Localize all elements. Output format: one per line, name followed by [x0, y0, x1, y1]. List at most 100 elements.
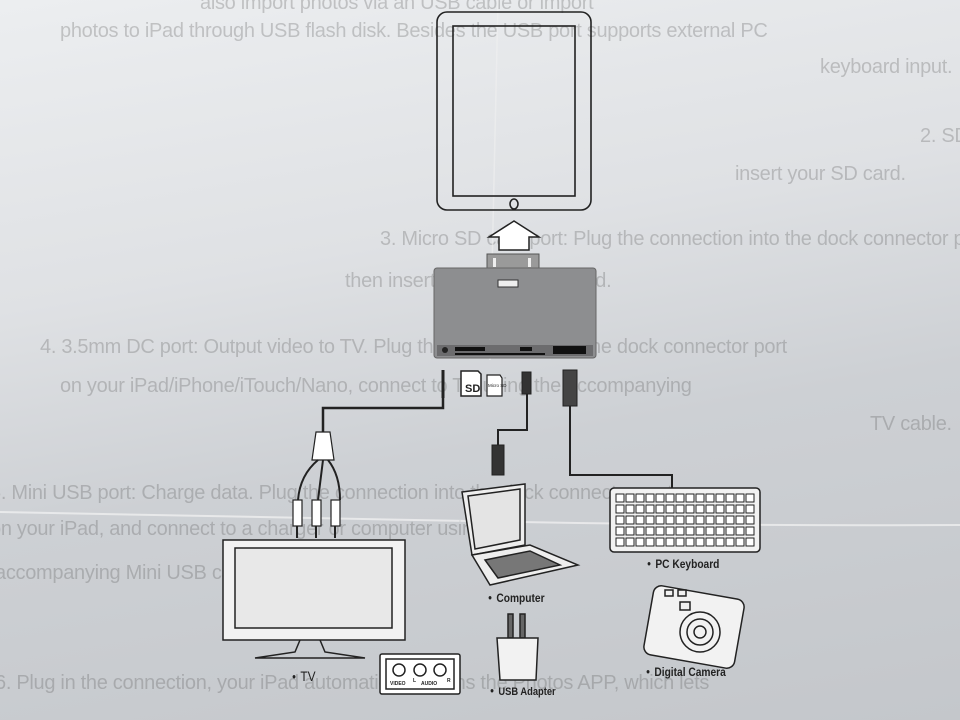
tv-label: TV	[292, 668, 315, 684]
keyboard-key	[625, 504, 635, 514]
ipad-icon	[436, 11, 592, 211]
keyboard-key	[635, 504, 645, 514]
keyboard-key	[655, 515, 665, 525]
keyboard-key	[645, 515, 655, 525]
keyboard-key	[615, 537, 625, 547]
keyboard-key	[665, 493, 675, 503]
keyboard-key	[645, 504, 655, 514]
keyboard-key	[745, 537, 755, 547]
usb-adapter-label: USB Adapter	[490, 686, 555, 698]
av-ports-icon	[379, 653, 461, 695]
keyboard-key	[735, 526, 745, 536]
keyboard-key	[645, 493, 655, 503]
keyboard-key	[655, 526, 665, 536]
keyboard-key	[615, 504, 625, 514]
keyboard-key	[625, 526, 635, 536]
keyboard-key	[645, 526, 655, 536]
keyboard-key	[675, 537, 685, 547]
keyboard-key	[675, 526, 685, 536]
keyboard-key	[655, 537, 665, 547]
instruction-line: on your iPad/iPhone/iTouch/Nano, connect…	[60, 375, 692, 397]
keyboard-key	[745, 493, 755, 503]
keyboard-key	[675, 504, 685, 514]
keyboard-key	[705, 526, 715, 536]
keyboard-key	[715, 537, 725, 547]
keyboard-key	[665, 537, 675, 547]
instruction-line: 2. SD card port: Plug the connection int…	[920, 125, 960, 147]
camera-label: Digital Camera	[646, 665, 725, 679]
keyboard-key	[725, 504, 735, 514]
card-reader-adapter-icon	[433, 253, 597, 359]
tv-icon	[222, 539, 406, 659]
computer-label: Computer	[488, 591, 544, 605]
keyboard-icon	[609, 487, 761, 553]
keyboard-key	[735, 537, 745, 547]
svg-text:SD: SD	[465, 383, 480, 395]
keyboard-key	[705, 537, 715, 547]
keyboard-key	[685, 515, 695, 525]
keyboard-key	[715, 504, 725, 514]
keyboard-key	[625, 515, 635, 525]
arrow-up-icon	[486, 220, 542, 251]
instruction-line: keyboard input.	[820, 56, 953, 78]
keyboard-key	[655, 493, 665, 503]
keyboard-key	[735, 515, 745, 525]
keyboard-key	[735, 504, 745, 514]
keyboard-key	[745, 526, 755, 536]
keyboard-key	[725, 493, 735, 503]
svg-text:Micro SD: Micro SD	[488, 383, 507, 388]
mini-usb-cable-icon	[491, 371, 532, 476]
left-label: L	[413, 678, 417, 684]
keyboard-key	[705, 515, 715, 525]
keyboard-key	[745, 504, 755, 514]
keyboard-key	[635, 515, 645, 525]
keyboard-key	[615, 515, 625, 525]
keyboard-key	[725, 526, 735, 536]
keyboard-key	[615, 493, 625, 503]
keyboard-key	[685, 504, 695, 514]
keyboard-key	[725, 515, 735, 525]
keyboard-key	[745, 515, 755, 525]
audio-label: AUDIO	[421, 681, 438, 687]
keyboard-key	[685, 537, 695, 547]
keyboard-key	[705, 493, 715, 503]
usb-power-adapter-icon	[496, 613, 539, 681]
keyboard-key	[675, 515, 685, 525]
av-cable-icon	[292, 370, 445, 538]
keyboard-label: PC Keyboard	[647, 557, 719, 571]
keyboard-key	[665, 526, 675, 536]
camera-icon	[643, 585, 745, 669]
keyboard-key	[695, 504, 705, 514]
video-label: VIDEO	[390, 681, 406, 687]
keyboard-key	[635, 526, 645, 536]
usb-cable-icon	[562, 369, 673, 488]
keyboard-key	[715, 515, 725, 525]
instruction-line: TV cable.	[870, 413, 952, 435]
keyboard-key	[715, 493, 725, 503]
keyboard-key	[685, 493, 695, 503]
keyboard-key	[635, 537, 645, 547]
keyboard-key	[695, 493, 705, 503]
keyboard-key	[735, 493, 745, 503]
keyboard-key	[725, 537, 735, 547]
keyboard-key	[645, 537, 655, 547]
micro-sd-card-icon: Micro SD	[486, 374, 507, 397]
keyboard-key	[625, 537, 635, 547]
sd-card-icon: SD	[460, 370, 482, 397]
keyboard-key	[695, 537, 705, 547]
keyboard-key	[665, 515, 675, 525]
keyboard-key	[675, 493, 685, 503]
keyboard-key	[695, 515, 705, 525]
keyboard-key	[665, 504, 675, 514]
keyboard-key	[715, 526, 725, 536]
laptop-icon	[461, 483, 581, 586]
instruction-line: 4. 3.5mm DC port: Output video to TV. Pl…	[40, 336, 787, 358]
keyboard-key	[625, 493, 635, 503]
keyboard-key	[615, 526, 625, 536]
keyboard-key	[635, 493, 645, 503]
keyboard-key	[655, 504, 665, 514]
instruction-line: also import photos via an USB cable or i…	[200, 0, 594, 14]
keyboard-key	[695, 526, 705, 536]
instruction-line: insert your SD card.	[735, 163, 906, 185]
